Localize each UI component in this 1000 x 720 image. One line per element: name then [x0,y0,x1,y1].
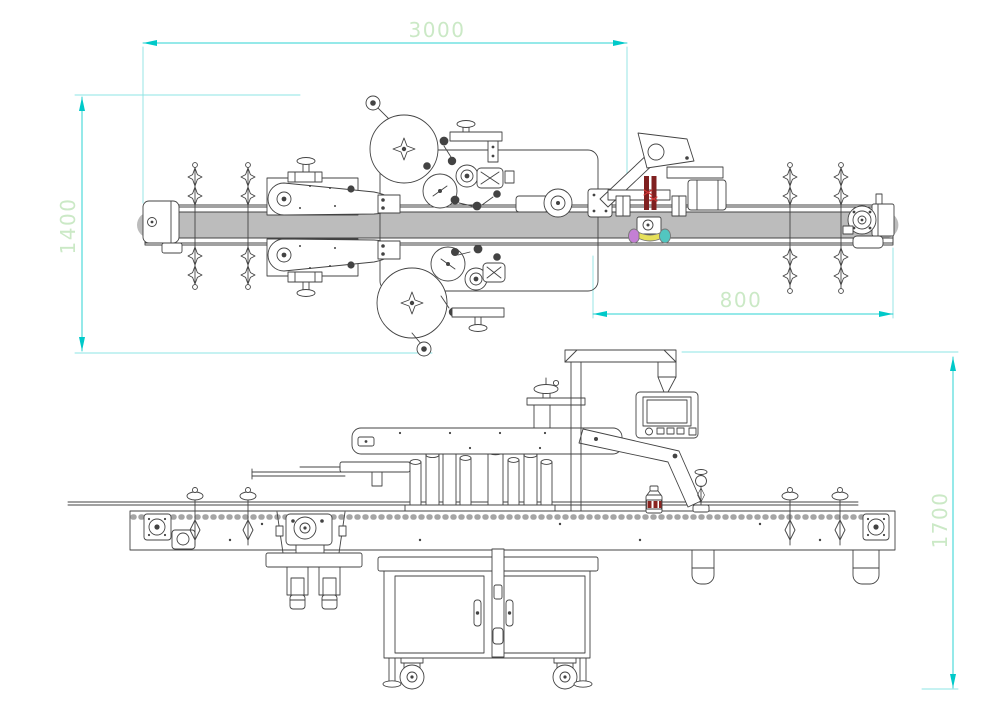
grip-belt-upper [266,157,401,216]
dimension-800-label: 800 [720,288,763,312]
rail-adjuster [239,487,257,546]
dimension-3000-label: 3000 [409,18,466,42]
rail-adjuster [186,487,204,546]
rail-adjuster [781,487,799,546]
guide-adjusters-plan [187,162,849,294]
gantry-frame [564,349,677,512]
leveling-foot [388,657,396,683]
bottle-plan-view [628,228,671,244]
dimension-1700-label: 1700 [928,492,952,549]
infeed-motor [142,200,183,254]
rail-adjusters-side [186,487,849,546]
conveyor-beam-side [129,510,896,551]
dimension-1400-label: 1400 [56,198,80,255]
cabinet-door-left[interactable] [394,575,485,654]
top-view [137,95,903,357]
pivot-arm-assembly [515,132,727,218]
dimension-annotations: 3000 1400 800 1700 [56,18,959,690]
hmi-button[interactable] [645,427,653,436]
grip-belt-lower [266,238,401,297]
leveling-foot [579,657,587,683]
labeling-head-bottom [376,244,506,357]
drive-motor-plan [687,179,727,211]
handwheel[interactable] [533,384,559,394]
wrap-station [265,511,363,610]
guide-adjuster [187,162,203,290]
bottle-sensor [636,216,662,235]
label-sensor [643,176,658,210]
dimension-overall-width: 1400 [56,94,433,354]
arrowhead [613,40,627,46]
caster-wheel [552,657,578,690]
arrowhead [79,97,85,111]
arrowhead [879,311,893,317]
bottle-side-view [645,485,663,514]
hmi-button[interactable] [656,427,665,435]
hmi-button[interactable] [666,427,675,435]
caster-wheel [399,657,425,690]
height-adjust-handwheel [526,377,586,429]
arrowhead [950,674,956,688]
machine-cabinet [377,548,599,659]
dimension-overall-length: 3000 [142,18,628,204]
support-arm [578,428,702,508]
arrowhead [950,357,956,371]
bearing-flange-right [862,513,890,541]
support-legs-right [691,549,880,585]
labeler-beam [351,427,710,513]
hmi-button[interactable] [676,427,685,435]
rail-adjuster [831,487,849,546]
arm-foot [692,469,710,513]
press-paddle [637,132,695,169]
dimension-outfeed-length: 800 [592,247,894,319]
hmi-panel [635,391,699,439]
guide-adjuster [833,162,849,294]
hmi-button[interactable] [688,427,697,436]
arrowhead [143,40,157,46]
arrowhead [593,311,607,317]
applicator-cluster [251,446,556,512]
casters-and-feet [382,657,593,690]
side-view [67,349,896,690]
labeling-head-top [365,95,515,211]
guide-adjuster [240,162,256,290]
hmi-screen[interactable] [646,399,688,424]
guide-adjuster [782,162,798,294]
bearing-flange-left [143,513,172,541]
center-support-column [491,548,505,658]
outfeed-motor [842,193,895,249]
dimension-overall-height: 1700 [681,351,959,690]
arrowhead [79,337,85,351]
